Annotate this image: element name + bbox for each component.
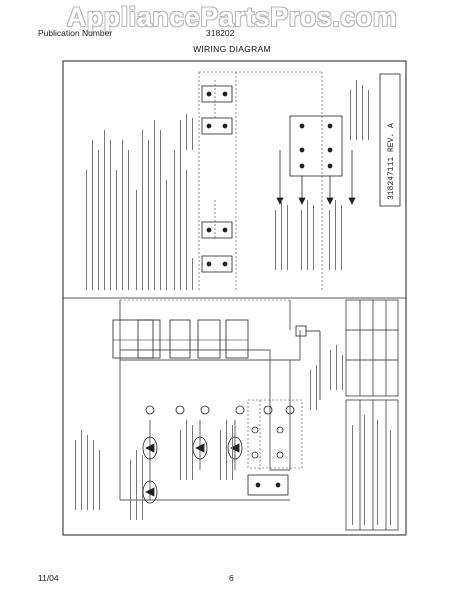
- bottom-dashes: [120, 299, 303, 470]
- footer-date: 11/04: [38, 573, 59, 583]
- publication-label: Publication Number: [38, 28, 113, 38]
- page-number: 6: [229, 573, 234, 583]
- page-title: WIRING DIAGRAM: [193, 44, 271, 54]
- legend-lines: [352, 415, 391, 525]
- watermark-logo: AppliancePartsPros.com: [66, 2, 398, 32]
- top-switch-lower: [201, 221, 233, 273]
- publication-number: 318202: [206, 28, 235, 38]
- terminal-circles: [145, 405, 295, 415]
- top-switch-right: [289, 115, 343, 177]
- top-wire-arrows: [276, 150, 356, 205]
- bottom-wires: [119, 300, 301, 501]
- part-number-box: [379, 73, 401, 207]
- bottom-notes: [75, 345, 343, 520]
- bottom-switches: [247, 426, 289, 496]
- power-cord: [295, 325, 321, 400]
- top-wire-dashes: [198, 71, 323, 290]
- rating-table: [345, 299, 399, 397]
- element-boxes: [112, 319, 249, 359]
- legend-table: [345, 399, 399, 531]
- part-number: 318247111 REV. A: [387, 123, 396, 200]
- notes-block: [86, 80, 369, 290]
- top-switch-upper: [201, 85, 233, 135]
